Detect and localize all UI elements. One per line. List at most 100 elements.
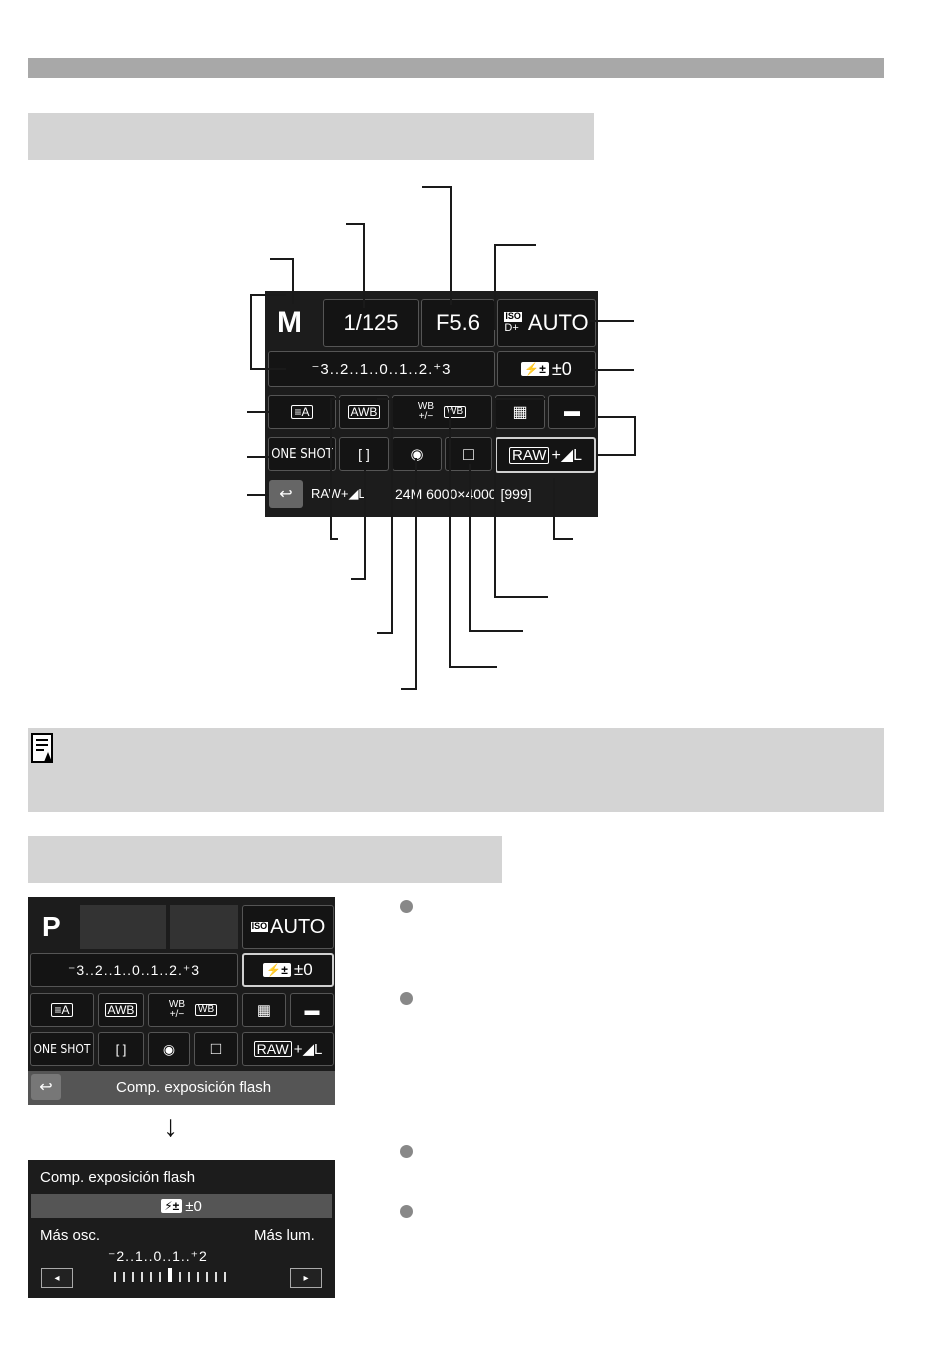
drive-icon: ▬	[304, 1001, 320, 1019]
raw-icon: RAW	[509, 446, 550, 464]
iso-icon: ISO	[250, 921, 269, 932]
value-bar: ⚡± ±0	[31, 1194, 332, 1218]
comp-scale: ⁻2..1..0..1..⁺2	[108, 1247, 208, 1264]
metering-mode[interactable]: ◉	[392, 437, 442, 471]
leader-line	[422, 186, 452, 305]
top-rule	[28, 58, 884, 78]
leader-line	[590, 369, 634, 371]
wb-correction[interactable]: WB +/− WB	[392, 395, 492, 429]
af-area-mode[interactable]: [ ]	[98, 1032, 144, 1066]
arrow-down-icon: ↓	[163, 1110, 178, 1143]
image-quality[interactable]: RAW +◢L	[495, 437, 596, 473]
leader-line	[401, 458, 417, 690]
metering-mode[interactable]: ◉	[148, 1032, 190, 1066]
section-header-2	[28, 836, 502, 883]
quality-status: RAW+◢L	[311, 486, 366, 501]
leader-line	[590, 320, 634, 322]
shutter-speed[interactable]: 1/125	[323, 299, 419, 347]
picture-style[interactable]: ≡A	[30, 993, 94, 1027]
decrease-button[interactable]: ◂	[41, 1268, 73, 1288]
flash-comp-value: ±0	[293, 960, 313, 979]
drive-mode[interactable]: ▬	[290, 993, 334, 1027]
image-info-status: 24M 6000×4000 [999]	[395, 486, 532, 502]
empty-shutter-cell	[80, 905, 166, 949]
picture-style[interactable]: ≡A	[268, 395, 336, 429]
leader-line	[247, 456, 269, 458]
back-button[interactable]: ↩	[31, 1074, 61, 1100]
leader-line	[270, 258, 294, 304]
af-frame-icon: [ ]	[115, 1041, 127, 1057]
leader-line	[351, 470, 366, 580]
wb-shift-label: WB	[168, 999, 185, 1010]
jpeg-large-label: +◢L	[293, 1041, 323, 1058]
af-frame-icon: [ ]	[358, 446, 370, 462]
bullet-icon	[400, 1145, 413, 1158]
alo-icon: ▦	[512, 404, 528, 421]
note-box	[28, 728, 884, 812]
quick-control-screen: M 1/125 F5.6 ISO D+ AUTO ⁻3..2..1..0..1.…	[265, 291, 598, 517]
bullet-icon	[400, 992, 413, 1005]
image-quality[interactable]: RAW +◢L	[242, 1032, 334, 1066]
status-label: Comp. exposición flash	[116, 1078, 272, 1096]
bullet-icon	[400, 1205, 413, 1218]
status-bar	[28, 1071, 335, 1105]
drive-mode[interactable]: ▬	[548, 395, 596, 429]
brighter-label: Más lum.	[254, 1226, 315, 1244]
drive-icon: ▬	[564, 403, 580, 420]
leader-line	[330, 398, 340, 540]
alo-icon: ▦	[256, 1002, 272, 1019]
scale-ticks[interactable]	[114, 1268, 226, 1282]
flash-exposure-comp[interactable]: ⚡± ±0	[497, 351, 596, 387]
memo-icon	[31, 733, 53, 763]
shooting-mode[interactable]: P	[42, 911, 61, 942]
bullet-icon	[400, 900, 413, 913]
leader-line	[469, 464, 523, 632]
section-header-1	[28, 113, 594, 160]
exposure-level-scale[interactable]: ⁻3..2..1..0..1..2.⁺3	[30, 953, 238, 987]
flash-exposure-comp[interactable]: ⚡± ±0	[242, 953, 334, 987]
picture-style-icon: ≡A	[291, 405, 313, 419]
raw-icon: RAW	[253, 1041, 292, 1057]
drive-single[interactable]: □	[194, 1032, 238, 1066]
flash-comp-setting-screen: Comp. exposición flash ⚡± ±0 Más osc. Má…	[28, 1160, 335, 1298]
flash-comp-value: ±0	[551, 358, 572, 379]
auto-lighting-optimizer[interactable]: ▦	[242, 993, 286, 1027]
leader-line	[247, 494, 269, 496]
jpeg-large-label: +◢L	[551, 447, 582, 464]
white-balance[interactable]: AWB	[98, 993, 144, 1027]
metering-icon: ◉	[162, 1040, 176, 1057]
single-shot-icon: □	[210, 1039, 222, 1058]
iso-icon: ISO	[504, 311, 522, 322]
awb-icon: AWB	[347, 405, 381, 419]
metering-icon: ◉	[410, 446, 424, 463]
white-balance[interactable]: AWB	[339, 395, 389, 429]
setting-title: Comp. exposición flash	[40, 1168, 196, 1186]
af-operation[interactable]: ONE SHOT	[30, 1032, 94, 1066]
flash-comp-value: ±0	[185, 1197, 202, 1215]
leader-line	[449, 410, 497, 668]
increase-button[interactable]: ▸	[290, 1268, 322, 1288]
exposure-level-scale[interactable]: ⁻3..2..1..0..1..2.⁺3	[268, 351, 495, 387]
iso-value: AUTO	[527, 310, 589, 335]
quick-control-screen-flash: P ISO AUTO ⁻3..2..1..0..1..2.⁺3 ⚡± ±0 ≡A…	[28, 897, 335, 1105]
wb-shift-sign: +/−	[169, 1009, 185, 1020]
leader-line	[494, 398, 548, 598]
single-shot-icon: □	[463, 443, 474, 464]
iso-speed[interactable]: ISO D+ AUTO	[497, 299, 596, 347]
iso-speed[interactable]: ISO AUTO	[242, 905, 334, 949]
auto-lighting-optimizer[interactable]: ▦	[495, 395, 545, 429]
leader-line	[596, 416, 636, 456]
wb-correction[interactable]: WB +/− WB	[148, 993, 238, 1027]
aperture[interactable]: F5.6	[421, 299, 495, 347]
empty-aperture-cell	[170, 905, 238, 949]
wb-shift-label: WB	[417, 401, 434, 412]
shooting-mode[interactable]: M	[277, 306, 302, 339]
leader-line	[377, 398, 393, 634]
af-operation[interactable]: ONE SHOT	[268, 437, 336, 471]
back-button[interactable]: ↩	[269, 480, 303, 508]
flash-comp-icon: ⚡±	[521, 362, 549, 376]
drive-single[interactable]: □	[445, 437, 492, 471]
flash-comp-icon: ⚡±	[161, 1199, 183, 1213]
leader-line	[250, 294, 286, 370]
wb-shift-sign: +/−	[418, 411, 434, 422]
